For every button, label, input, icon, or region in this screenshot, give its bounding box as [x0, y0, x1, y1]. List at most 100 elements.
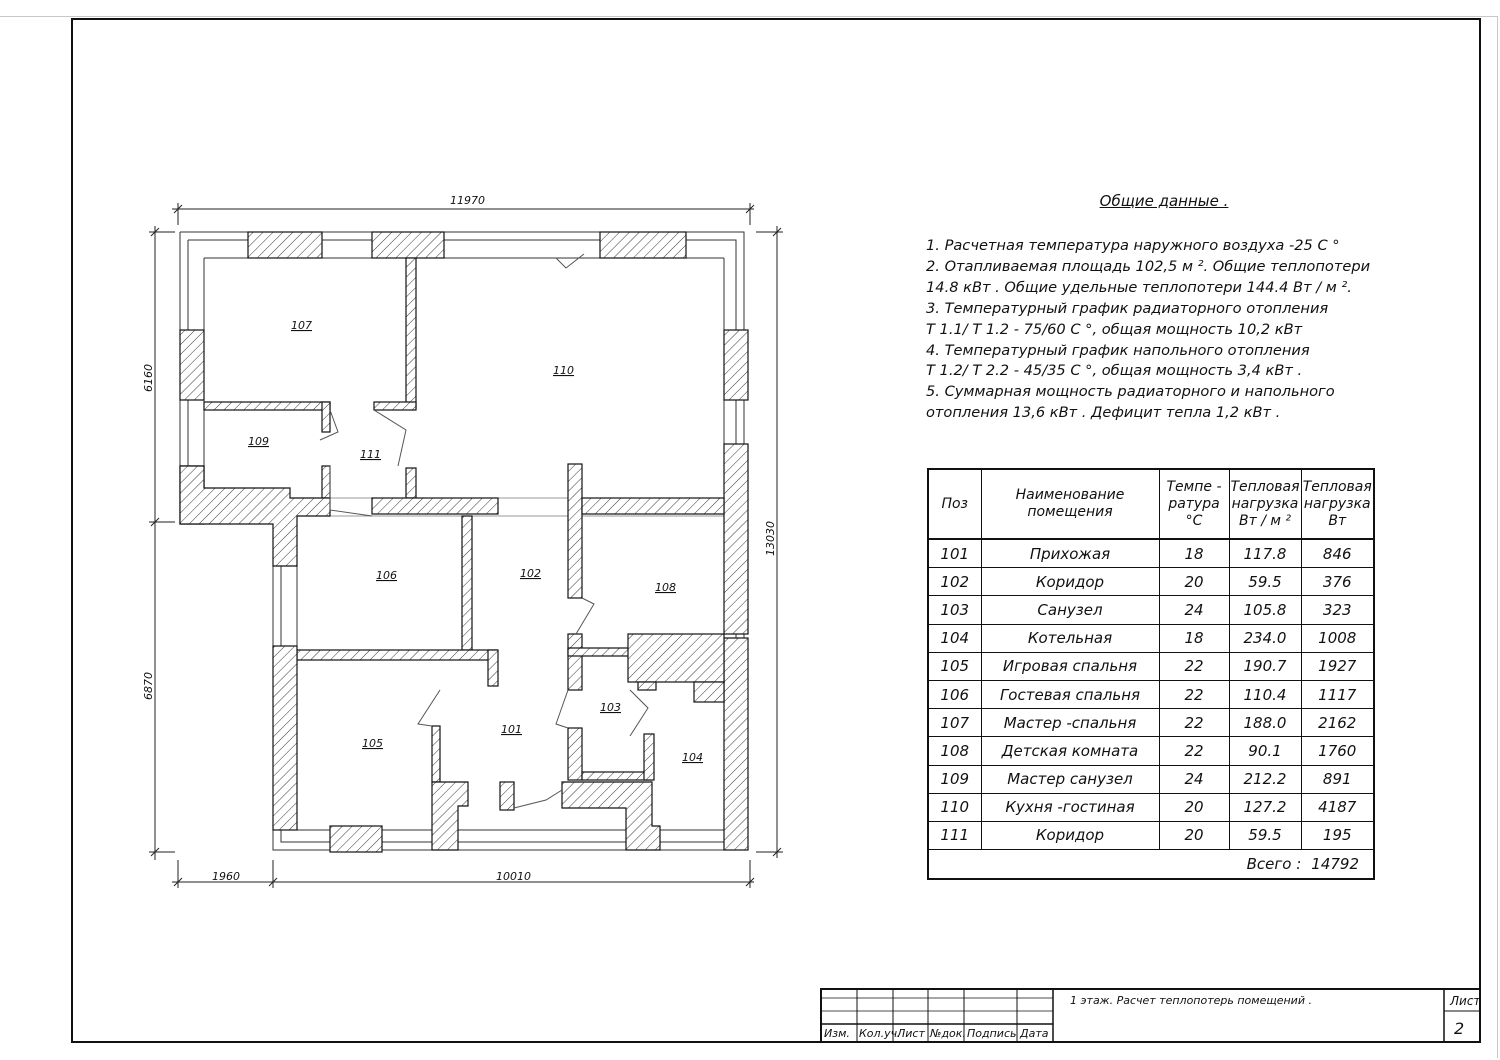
cell-temp: 20 — [1158, 567, 1230, 597]
general-note-line: 5. Суммарная мощность радиаторного и нап… — [926, 383, 1335, 401]
cell-load: 891 — [1300, 764, 1375, 794]
cell-name: Кухня -гостиная — [980, 792, 1160, 822]
dimension-lines — [149, 203, 783, 888]
general-note-line: Т 1.2/ Т 2.2 - 45/35 С °, общая мощность… — [926, 362, 1303, 380]
col-count: Кол.уч. — [859, 1027, 901, 1040]
cell-load: 376 — [1300, 567, 1375, 597]
cell-temp: 22 — [1158, 651, 1230, 681]
header-temperature: Темпе -ратура°С — [1158, 468, 1230, 540]
col-change: Изм. — [824, 1027, 850, 1040]
drawing-frame — [71, 18, 1481, 1043]
cell-temp: 24 — [1158, 595, 1230, 625]
general-note-line: 14.8 кВт . Общие удельные теплопотери 14… — [926, 278, 1352, 296]
cell-load: 2162 — [1300, 708, 1375, 738]
cell-load: 1008 — [1300, 623, 1375, 653]
general-note-line: Т 1.1/ Т 1.2 - 75/60 С °, общая мощность… — [926, 320, 1303, 338]
cell-load: 1760 — [1300, 736, 1375, 766]
cell-pos: 105 — [927, 651, 982, 681]
table-total: Всего :14792 — [927, 849, 1375, 880]
title-block-caption: 1 этаж. Расчет теплопотерь помещений . — [1070, 994, 1312, 1007]
cell-specific: 110.4 — [1228, 679, 1302, 710]
header-pos: Поз — [927, 468, 982, 540]
cell-temp: 22 — [1158, 736, 1230, 766]
cell-specific: 212.2 — [1228, 764, 1302, 794]
cell-pos: 102 — [927, 567, 982, 597]
cell-load: 4187 — [1300, 792, 1375, 822]
dim-left-upper: 6160 — [142, 364, 155, 392]
cell-temp: 24 — [1158, 764, 1230, 794]
room-label-102: 102 — [520, 567, 541, 580]
general-note-line: 2. Отапливаемая площадь 102,5 м ². Общие… — [926, 257, 1371, 275]
title-block-grid — [820, 988, 1481, 1043]
general-note-line: отопления 13,6 кВт . Дефицит тепла 1,2 к… — [926, 404, 1281, 422]
dim-bottom-left: 1960 — [212, 870, 240, 883]
general-note-line: 4. Температурный график напольного отопл… — [926, 341, 1310, 359]
cell-temp: 18 — [1158, 623, 1230, 653]
cell-name: Санузел — [980, 595, 1160, 625]
room-label-105: 105 — [362, 737, 383, 750]
cell-pos: 106 — [927, 679, 982, 710]
cell-temp: 20 — [1158, 792, 1230, 822]
cell-name: Мастер санузел — [980, 764, 1160, 794]
cell-specific: 59.5 — [1228, 820, 1302, 851]
cell-load: 1927 — [1300, 651, 1375, 681]
cell-pos: 103 — [927, 595, 982, 625]
cell-temp: 22 — [1158, 708, 1230, 738]
cell-name: Коридор — [980, 567, 1160, 597]
cell-load: 195 — [1300, 820, 1375, 851]
cell-name: Прихожая — [980, 538, 1160, 569]
cell-pos: 104 — [927, 623, 982, 653]
dim-top-total: 11970 — [450, 194, 485, 207]
dimension-labels: 11970 6160 6870 13030 1960 10010 — [142, 194, 777, 883]
room-label-104: 104 — [682, 751, 703, 764]
cell-specific: 90.1 — [1228, 736, 1302, 766]
cell-pos: 107 — [927, 708, 982, 738]
cell-name: Коридор — [980, 820, 1160, 851]
cell-specific: 127.2 — [1228, 792, 1302, 822]
room-label-108: 108 — [655, 581, 676, 594]
dim-left-lower: 6870 — [142, 672, 155, 700]
general-note-line: 3. Температурный график радиаторного ото… — [926, 299, 1329, 317]
room-labels: 107 110 109 111 106 102 108 103 105 101 … — [248, 319, 703, 764]
col-doc-number: №док. — [930, 1027, 966, 1040]
cell-specific: 105.8 — [1228, 595, 1302, 625]
dim-right-total: 13030 — [764, 521, 777, 556]
cell-pos: 111 — [927, 820, 982, 851]
title-block: 1 этаж. Расчет теплопотерь помещений . Л… — [820, 988, 1481, 1043]
cell-name: Мастер -спальня — [980, 708, 1160, 738]
cell-name: Детская комната — [980, 736, 1160, 766]
table-total-row: Всего :14792 — [927, 849, 1375, 880]
room-label-106: 106 — [376, 569, 397, 582]
cell-load: 1117 — [1300, 679, 1375, 710]
cell-specific: 190.7 — [1228, 651, 1302, 681]
room-label-103: 103 — [600, 701, 621, 714]
general-notes: Общие данные . 1. Расчетная температура … — [926, 192, 1396, 424]
room-label-110: 110 — [553, 364, 574, 377]
cell-pos: 108 — [927, 736, 982, 766]
cell-name: Гостевая спальня — [980, 679, 1160, 710]
col-signature: Подпись — [967, 1027, 1017, 1040]
room-label-109: 109 — [248, 435, 269, 448]
cell-temp: 18 — [1158, 538, 1230, 569]
room-label-101: 101 — [501, 723, 522, 736]
total-value: 14792 — [1311, 855, 1359, 874]
doors — [319, 253, 649, 809]
cell-name: Игровая спальня — [980, 651, 1160, 681]
cell-specific: 59.5 — [1228, 567, 1302, 597]
